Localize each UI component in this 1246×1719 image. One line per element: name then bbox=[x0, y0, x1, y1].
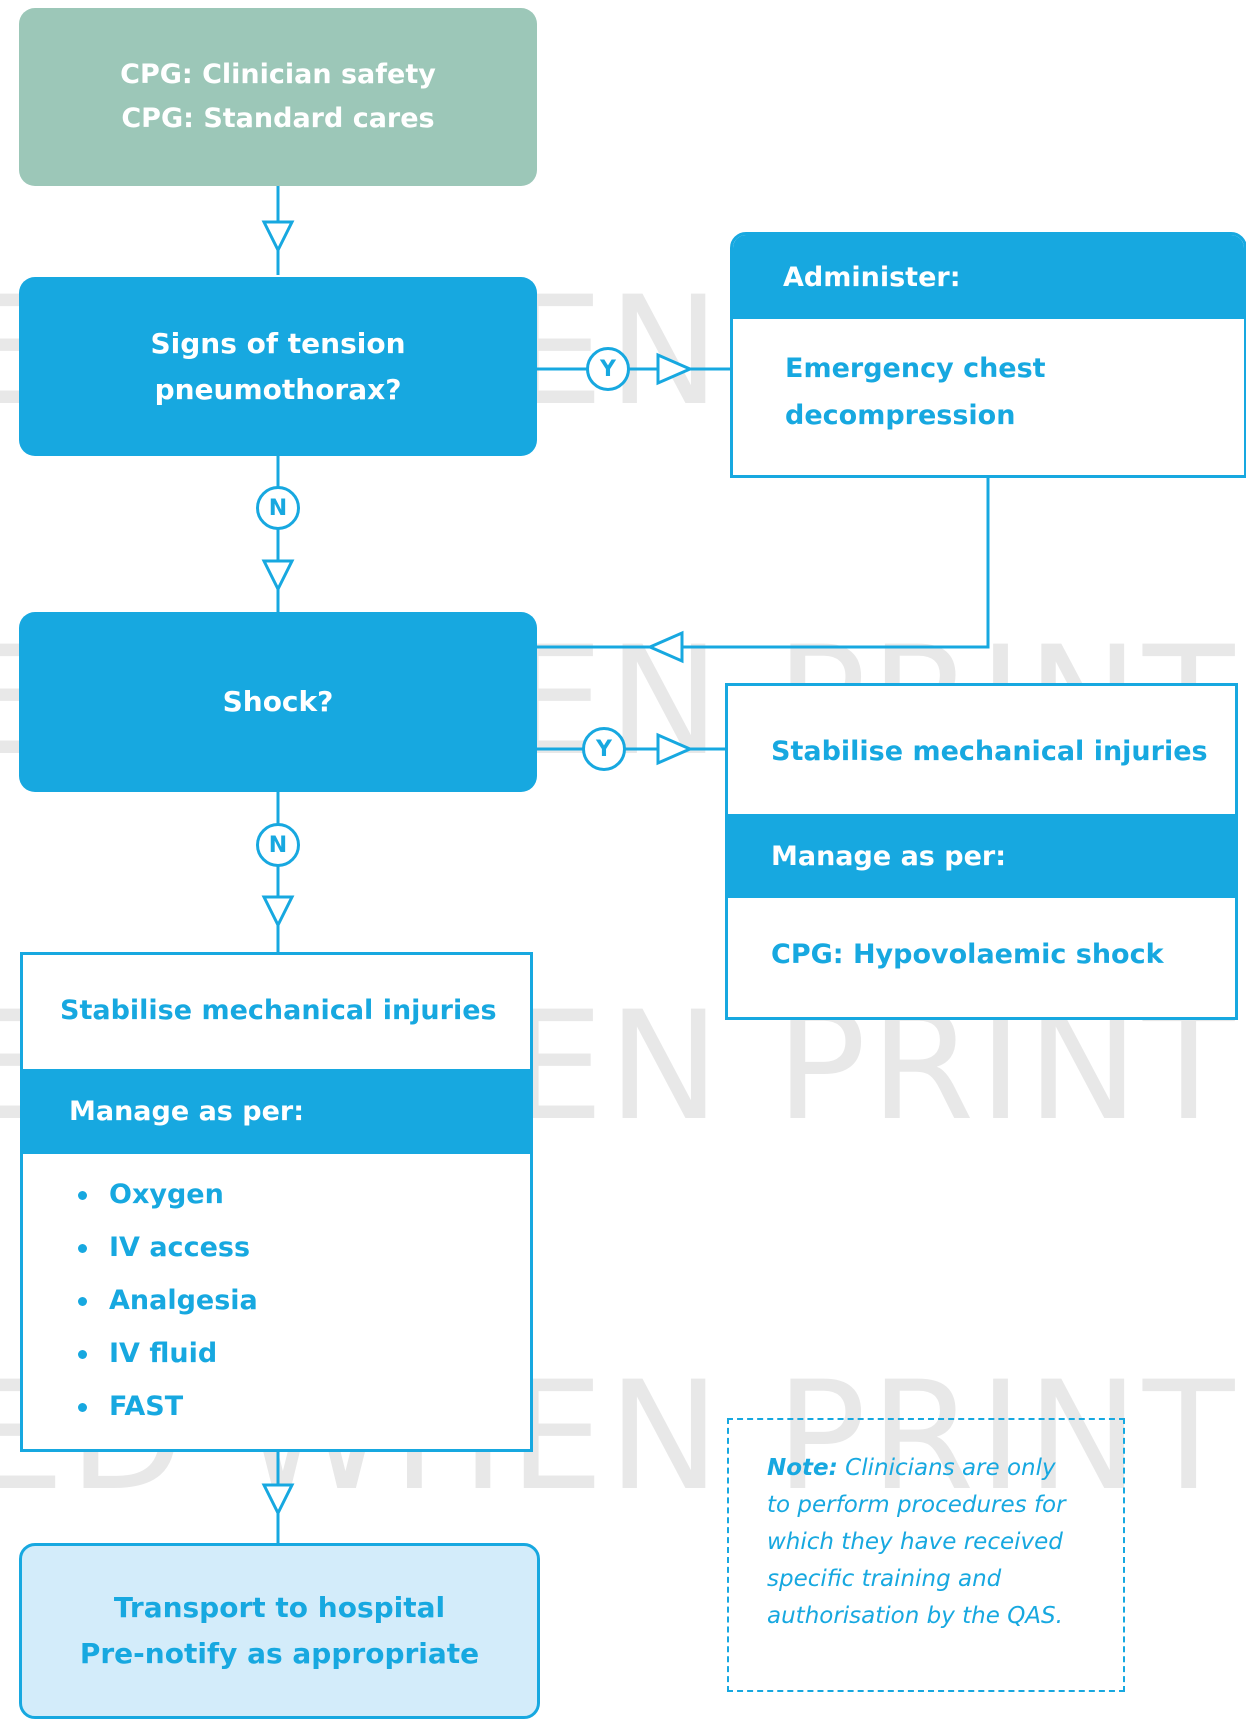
administer-box: Administer: Emergency chest decompressio… bbox=[730, 232, 1246, 478]
start-line-2: CPG: Standard cares bbox=[121, 103, 435, 134]
shock-yes-header: Manage as per: bbox=[728, 814, 1235, 898]
arrow-tension-yes bbox=[656, 352, 694, 386]
note-line-5: authorisation by the QAS. bbox=[767, 1603, 1063, 1629]
list-item: IV fluid bbox=[65, 1327, 258, 1380]
tension-line-2: pneumothorax? bbox=[154, 372, 402, 406]
shock-label: Shock? bbox=[222, 685, 334, 718]
list-item: Analgesia bbox=[65, 1274, 258, 1327]
note-line-4: specific training and bbox=[767, 1566, 1002, 1592]
note-line-1-text: Clinicians are only bbox=[845, 1455, 1056, 1481]
transport-line-2: Pre-notify as appropriate bbox=[79, 1637, 480, 1670]
stabilise-title: Stabilise mechanical injuries bbox=[60, 995, 497, 1026]
shock-yes-item: CPG: Hypovolaemic shock bbox=[771, 939, 1164, 970]
arrow-tension-no bbox=[261, 559, 295, 593]
arrow-shock-no bbox=[261, 895, 295, 929]
yes-label-shock: Y bbox=[582, 727, 626, 771]
shock-yes-title: Stabilise mechanical injuries bbox=[771, 736, 1208, 767]
arrow-start-to-tension bbox=[261, 220, 295, 254]
stabilise-header: Manage as per: bbox=[23, 1069, 530, 1154]
administer-body: Emergency chest decompression bbox=[785, 345, 1046, 439]
administer-line-1: Emergency chest bbox=[785, 353, 1046, 384]
start-box: CPG: Clinician safety CPG: Standard care… bbox=[19, 8, 537, 186]
stabilise-box: Stabilise mechanical injuries Manage as … bbox=[20, 952, 533, 1452]
no-label-shock: N bbox=[256, 823, 300, 867]
note-box: Note: Clinicians are only to perform pro… bbox=[727, 1418, 1125, 1692]
administer-header-text: Administer: bbox=[783, 261, 961, 293]
list-item: Oxygen bbox=[65, 1168, 258, 1221]
transport-line-1: Transport to hospital bbox=[113, 1591, 446, 1624]
transport-box: Transport to hospital Pre-notify as appr… bbox=[19, 1543, 540, 1719]
note-line-2: to perform procedures for bbox=[767, 1492, 1066, 1518]
stabilise-list: Oxygen IV access Analgesia IV fluid FAST bbox=[65, 1168, 258, 1433]
shock-yes-header-text: Manage as per: bbox=[771, 840, 1007, 872]
yes-label-tension: Y bbox=[586, 347, 630, 391]
note-line-3: which they have received bbox=[767, 1529, 1063, 1555]
tension-decision-box: Signs of tension pneumothorax? bbox=[19, 277, 537, 456]
arrow-administer-to-shock bbox=[646, 630, 684, 664]
arrow-shock-yes bbox=[656, 732, 694, 766]
arrow-to-transport bbox=[261, 1483, 295, 1517]
note-label: Note: bbox=[767, 1455, 838, 1481]
note-line-1: Note: Clinicians are only bbox=[767, 1450, 1093, 1487]
start-line-1: CPG: Clinician safety bbox=[120, 59, 436, 90]
list-item: FAST bbox=[65, 1380, 258, 1433]
stabilise-header-text: Manage as per: bbox=[69, 1096, 305, 1127]
administer-header: Administer: bbox=[733, 235, 1244, 319]
administer-line-2: decompression bbox=[785, 400, 1016, 431]
shock-yes-box: Stabilise mechanical injuries Manage as … bbox=[725, 683, 1238, 1020]
tension-line-1: Signs of tension bbox=[150, 326, 406, 360]
no-label-tension: N bbox=[256, 486, 300, 530]
shock-decision-box: Shock? bbox=[19, 612, 537, 792]
list-item: IV access bbox=[65, 1221, 258, 1274]
